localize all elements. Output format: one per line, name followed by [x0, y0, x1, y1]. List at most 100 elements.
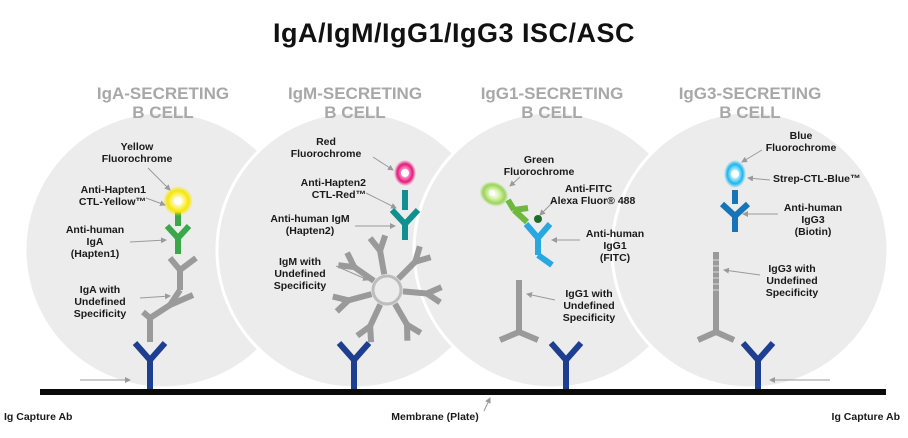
- igm-arm-segment: [402, 288, 428, 297]
- igm-arm-segment: [352, 264, 376, 284]
- cell-title-line: B CELL: [521, 103, 583, 122]
- label-line: (Biotin): [794, 226, 832, 238]
- igm-arm-segment: [367, 303, 383, 328]
- capture-ab-1: [132, 341, 168, 389]
- label-line: Undefined: [74, 296, 126, 308]
- capture-ab-2: [336, 341, 372, 389]
- label-line: Specificity: [73, 308, 127, 320]
- label-line: Undefined: [563, 300, 615, 312]
- label-igg1-undefined: IgG1 with Undefined Specificity: [552, 288, 626, 324]
- leader-arrows: [80, 149, 830, 412]
- label-line: Undefined: [274, 268, 326, 280]
- label-line: Fluorochrome: [765, 142, 837, 154]
- label-line: Red: [316, 136, 336, 148]
- label-line: IgA with: [79, 284, 121, 296]
- cell-title-igg3: IgG3-SECRETING B CELL: [650, 84, 850, 122]
- cell-circle-igg3: [610, 110, 890, 390]
- label-iga-undefined: IgA with Undefined Specificity: [58, 284, 142, 320]
- label-line: Specificity: [765, 287, 819, 299]
- cell-title-iga: IgA-SECRETING B CELL: [63, 84, 263, 122]
- label-line: (Hapten2): [285, 225, 335, 237]
- label-line: Fluorochrome: [101, 153, 173, 165]
- label-line: Blue: [789, 130, 813, 142]
- cell-title-line: IgG1-SECRETING: [480, 84, 624, 103]
- label-line: IgG3 with: [768, 263, 816, 275]
- label-anti-human-igg3: Anti-human IgG3 (Biotin): [778, 202, 848, 238]
- label-line: Yellow: [120, 141, 154, 153]
- label-line: IgG1 with: [565, 288, 613, 300]
- cell-circles: [23, 110, 890, 390]
- anti-fitc-antibody: [505, 198, 530, 225]
- label-membrane: Membrane (Plate): [391, 411, 479, 423]
- label-line: CTL-Red™: [311, 189, 366, 201]
- label-green-fluorochrome: Green Fluorochrome: [496, 154, 582, 178]
- label-anti-hapten2: Anti-Hapten2 CTL-Red™: [276, 177, 366, 201]
- cell-title-igg1: IgG1-SECRETING B CELL: [452, 84, 652, 122]
- label-line: Anti-FITC: [565, 183, 613, 195]
- label-line: Strep-CTL-Blue™: [773, 173, 861, 185]
- membrane-plate: [40, 389, 886, 395]
- label-line: Anti-human: [783, 202, 843, 214]
- label-line: Alexa Fluor® 488: [550, 195, 636, 207]
- label-anti-hapten1: Anti-Hapten1 CTL-Yellow™: [56, 184, 146, 208]
- label-line: Fluorochrome: [290, 148, 362, 160]
- label-line: CTL-Yellow™: [78, 196, 146, 208]
- igg1-undefined-antibody: [498, 280, 540, 343]
- label-line: Anti-human: [65, 224, 125, 236]
- cell-title-line: B CELL: [719, 103, 781, 122]
- label-capture-ab-left: Ig Capture Ab: [4, 411, 73, 423]
- label-line: (Hapten1): [70, 248, 120, 260]
- label-line: IgM with: [279, 256, 321, 268]
- igg3-hinge: [713, 259, 719, 291]
- igm-arm-segment: [414, 254, 432, 265]
- igm-arm-segment: [344, 251, 357, 269]
- label-igm-undefined: IgM with Undefined Specificity: [258, 256, 342, 292]
- cell-title-line: IgM-SECRETING: [287, 84, 423, 103]
- igm-arm-segment: [377, 250, 388, 275]
- fitc-hapten: [534, 215, 542, 223]
- igm-arm-segment: [332, 293, 350, 304]
- label-line: Specificity: [273, 280, 327, 292]
- label-line: IgG3: [801, 214, 825, 226]
- label-line: Green: [523, 154, 555, 166]
- igm-pentamer-arms: [332, 234, 443, 343]
- label-capture-ab-right: Ig Capture Ab: [831, 411, 900, 423]
- label-blue-fluorochrome: Blue Fluorochrome: [753, 130, 849, 154]
- label-line: (FITC): [599, 252, 631, 264]
- iga-undefined-antibody: [141, 255, 198, 342]
- igm-arm-segment: [377, 234, 389, 252]
- label-line: IgA: [86, 236, 104, 248]
- page-title: IgA/IgM/IgG1/IgG3 ISC/ASC: [272, 18, 636, 48]
- label-anti-fitc: Anti-FITC Alexa Fluor® 488: [550, 183, 650, 207]
- igm-arm-segment: [347, 291, 373, 304]
- capture-ab-3: [548, 341, 584, 389]
- label-anti-human-iga: Anti-human IgA (Hapten1): [55, 224, 135, 260]
- label-line: IgG1: [603, 240, 627, 252]
- label-line: Anti-human: [585, 228, 645, 240]
- cell-title-line: B CELL: [132, 103, 194, 122]
- capture-ab-4: [740, 341, 776, 389]
- cell-title-line: IgG3-SECRETING: [678, 84, 822, 103]
- igm-arm-segment: [396, 259, 418, 281]
- label-anti-human-igm: Anti-human IgM (Hapten2): [265, 213, 355, 237]
- label-red-fluorochrome: Red Fluorochrome: [283, 136, 369, 160]
- label-anti-human-igg1: Anti-human IgG1 (FITC): [580, 228, 650, 264]
- igm-arm-segment: [425, 290, 442, 305]
- igm-arm-segment: [392, 302, 410, 327]
- cell-title-line: IgA-SECRETING: [96, 84, 230, 103]
- label-strep-ctl-blue: Strep-CTL-Blue™: [773, 173, 873, 185]
- label-line: Anti-Hapten1: [80, 184, 146, 196]
- label-line: Specificity: [562, 312, 616, 324]
- cell-title-line: B CELL: [324, 103, 386, 122]
- label-line: Anti-human IgM: [270, 213, 350, 225]
- igm-detect-antibody: [389, 190, 421, 240]
- cell-title-igm: IgM-SECRETING B CELL: [255, 84, 455, 122]
- capture-antibodies: [132, 341, 776, 389]
- igg1-detect-antibody: [523, 222, 554, 268]
- igm-arm-segment: [355, 323, 372, 339]
- igg3-detect-antibody: [719, 190, 751, 232]
- igm-pentamer: [371, 274, 403, 306]
- label-yellow-fluorochrome: Yellow Fluorochrome: [92, 141, 182, 165]
